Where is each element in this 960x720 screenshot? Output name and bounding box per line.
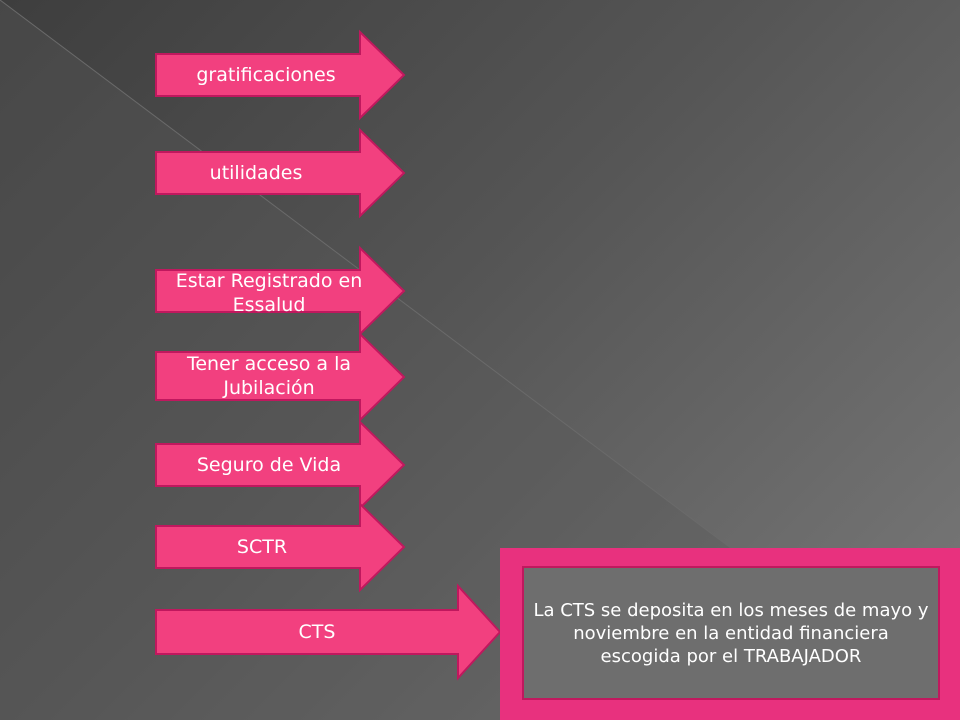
arrow-sctr: SCTR [154,501,408,593]
arrow-shape [155,419,406,511]
arrow-shape [155,245,406,337]
cts-note-box: La CTS se deposita en los meses de mayo … [500,548,960,720]
arrow-utilidades: utilidades [154,127,408,219]
arrow-label-sctr: SCTR [236,536,288,558]
arrow-label-essalud: Estar Registrado en Essalud [175,270,363,316]
cts-note-text: La CTS se deposita en los meses de mayo … [533,599,929,667]
arrow-shape [155,127,406,219]
arrow-cts: CTS [154,583,504,681]
arrow-gratificaciones: gratificaciones [154,29,408,121]
arrow-shape [155,583,502,681]
arrow-shape [155,331,406,423]
cts-note-inner: La CTS se deposita en los meses de mayo … [522,566,940,700]
arrow-shape [155,501,406,593]
arrow-label-utilidades: utilidades [209,162,303,184]
arrow-label-seguro-vida: Seguro de Vida [196,454,342,476]
arrow-seguro-vida: Seguro de Vida [154,419,408,511]
arrow-jubilacion: Tener acceso a la Jubilación [154,331,408,423]
arrow-label-gratificaciones: gratificaciones [196,64,336,86]
arrow-label-jubilacion: Tener acceso a la Jubilación [186,353,352,399]
arrow-essalud: Estar Registrado en Essalud [154,245,408,337]
arrow-shape [155,29,406,121]
arrow-label-cts: CTS [298,621,336,643]
